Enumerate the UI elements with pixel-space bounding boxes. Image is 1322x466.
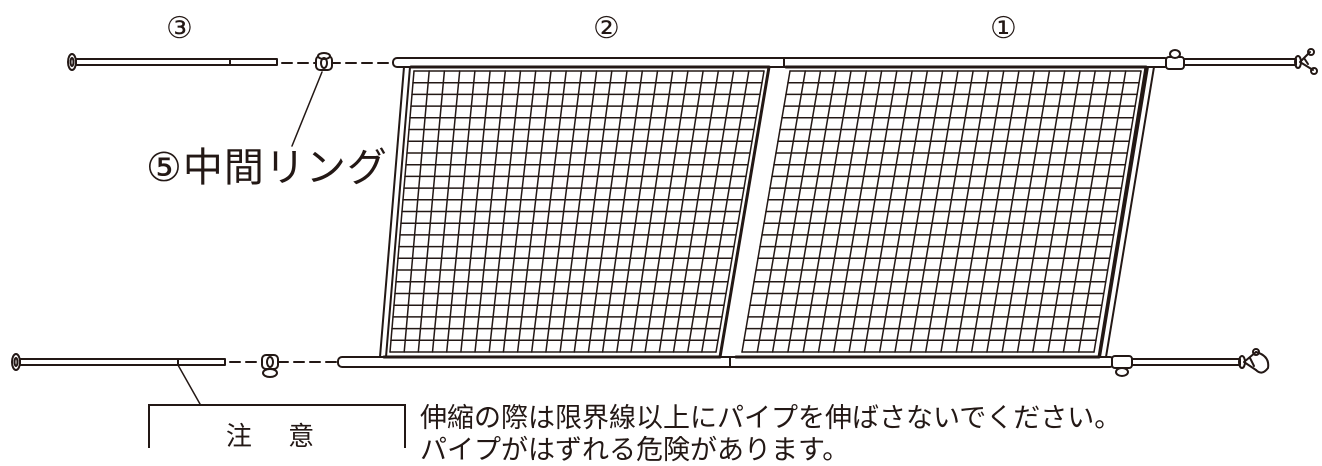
caution-text-line-2: パイプがはずれる危険があります。 <box>420 435 850 466</box>
caution-leader-line <box>177 364 201 405</box>
bottom-left-pipe <box>11 353 226 371</box>
part-number-1: ① <box>990 11 1017 46</box>
part-number-2: ② <box>593 11 620 46</box>
right-mesh-panel <box>734 65 1155 359</box>
top-middle-ring <box>315 52 333 71</box>
bottom-middle-ring <box>261 354 279 378</box>
gate-assembly-diagram: ③ ② ① ⑤中間リング 注 意 伸縮の際は限界線以上にパイプを伸ばさないでくだ… <box>11 11 1318 464</box>
left-mesh-panel <box>379 65 771 359</box>
part-number-3: ③ <box>166 11 193 46</box>
diagram-drawing <box>11 48 1318 405</box>
bottom-right-adjuster <box>1111 348 1270 377</box>
top-left-pipe <box>67 53 278 71</box>
caution-box: 注 意 <box>148 404 406 452</box>
ring-leader-line <box>291 71 323 147</box>
middle-ring-label: ⑤中間リング <box>146 145 388 191</box>
caution-title: 注 意 <box>225 422 329 452</box>
top-right-adjuster <box>1165 48 1318 75</box>
caution-text-line-1: 伸縮の際は限界線以上にパイプを伸ばさないでください。 <box>420 403 1122 434</box>
